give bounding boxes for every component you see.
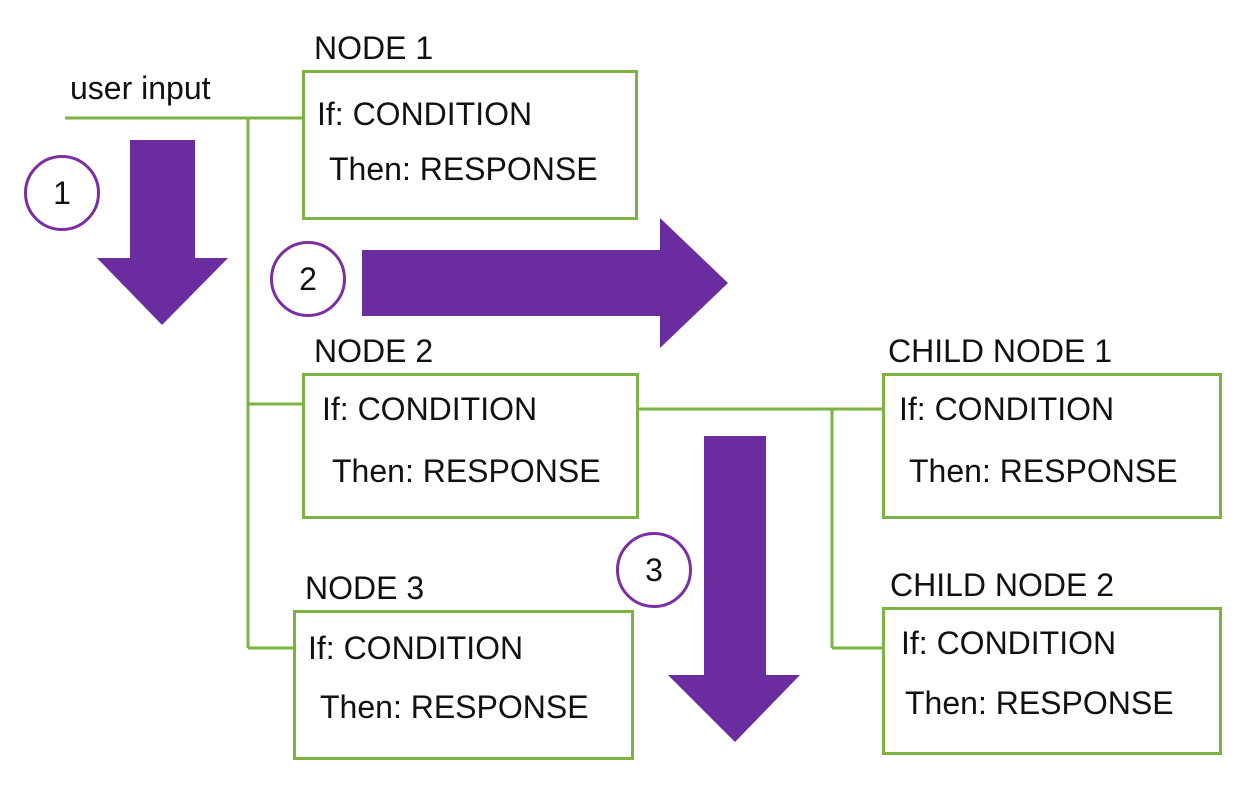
node-1-title: NODE 1 <box>314 30 434 66</box>
child-node-2-box: If: CONDITION Then: RESPONSE <box>882 607 1222 755</box>
node-2-response: Then: RESPONSE <box>332 453 601 489</box>
step-3-circle: 3 <box>616 532 692 608</box>
user-input-label: user input <box>70 70 211 106</box>
node-3-condition: If: CONDITION <box>308 630 524 666</box>
child-node-2-title: CHILD NODE 2 <box>890 567 1115 603</box>
node-1-response: Then: RESPONSE <box>329 151 598 187</box>
node-2-box: If: CONDITION Then: RESPONSE <box>302 373 639 519</box>
step-1-circle: 1 <box>24 155 100 231</box>
child-node-2-condition: If: CONDITION <box>901 625 1117 661</box>
child-node-2-response: Then: RESPONSE <box>905 685 1174 721</box>
node-3-title: NODE 3 <box>305 570 425 606</box>
child-node-1-condition: If: CONDITION <box>899 391 1115 427</box>
node-2-title: NODE 2 <box>314 333 434 369</box>
child-node-1-response: Then: RESPONSE <box>909 453 1178 489</box>
node-1-condition: If: CONDITION <box>317 96 533 132</box>
child-node-1-title: CHILD NODE 1 <box>888 333 1113 369</box>
down-arrow-3 <box>668 436 800 742</box>
right-arrow-2 <box>362 218 728 348</box>
step-2-circle: 2 <box>270 241 346 317</box>
node-2-condition: If: CONDITION <box>322 391 538 427</box>
node-3-response: Then: RESPONSE <box>320 689 589 725</box>
node-3-box: If: CONDITION Then: RESPONSE <box>293 610 634 760</box>
node-1-box: If: CONDITION Then: RESPONSE <box>302 70 638 220</box>
down-arrow-1 <box>97 140 228 325</box>
child-node-1-box: If: CONDITION Then: RESPONSE <box>882 373 1222 519</box>
